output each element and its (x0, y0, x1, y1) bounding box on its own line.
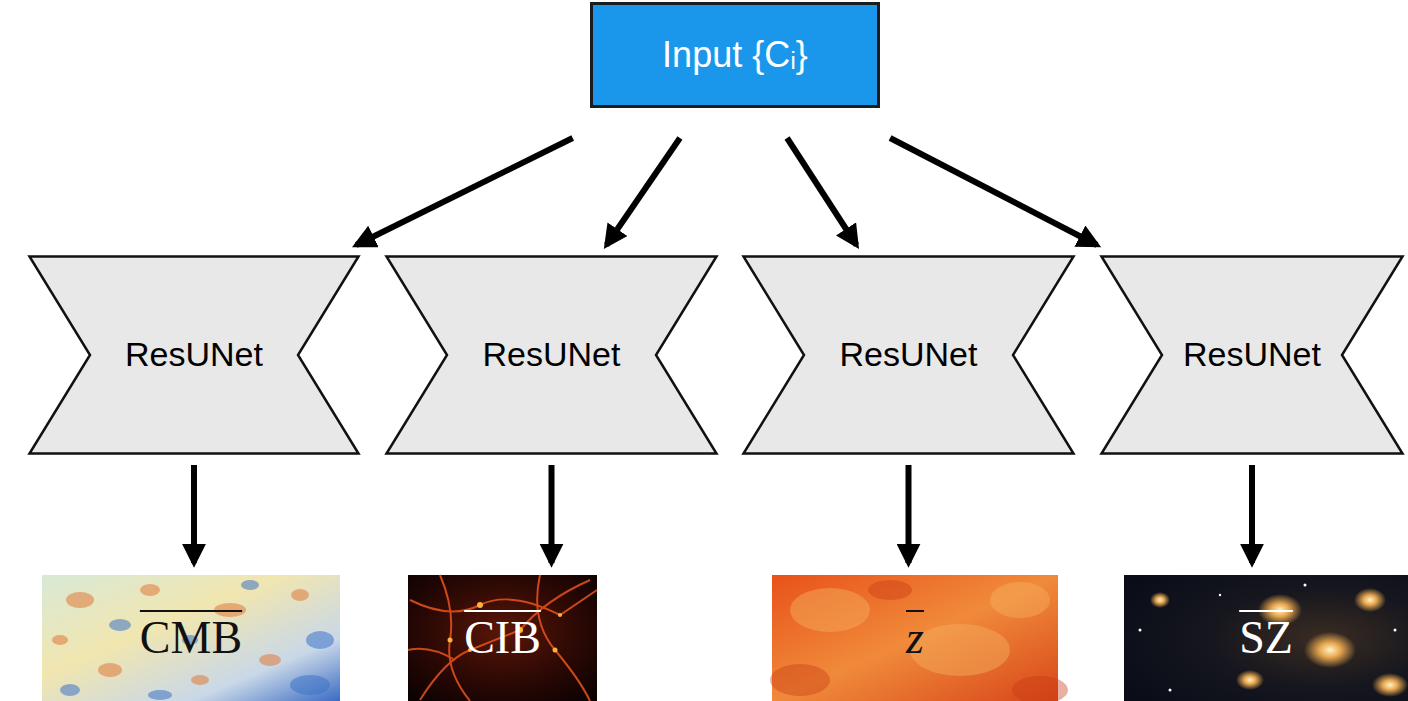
cib-map (408, 575, 597, 701)
redshift-map (770, 575, 1068, 701)
node-label: ResUNet (1183, 335, 1321, 374)
arrow-connector (787, 138, 856, 245)
output-map: z (772, 575, 1058, 701)
input-box: Input {Cᵢ} (590, 2, 880, 108)
cmb-map (42, 575, 340, 701)
arrow-connector (356, 138, 572, 245)
arrow-connector (607, 138, 680, 245)
output-map: CIB (408, 575, 597, 701)
hourglass-polygon (1102, 257, 1403, 454)
node-label: ResUNet (840, 335, 978, 374)
map-label: z (906, 612, 924, 665)
arrow-connector (549, 465, 555, 563)
hourglass-polygon (387, 257, 717, 454)
arrow-connector (906, 465, 912, 563)
sz-cluster-image (1124, 575, 1408, 701)
resunet-block: ResUNet (28, 255, 360, 455)
node-label: ResUNet (483, 335, 621, 374)
arrow-connector (890, 138, 1097, 245)
resunet-block: ResUNet (1100, 255, 1404, 455)
hourglass-polygon (744, 257, 1074, 454)
output-map: SZ (1124, 575, 1408, 701)
arrow-connector (1249, 465, 1255, 563)
map-label: SZ (1239, 612, 1293, 665)
node-label: ResUNet (125, 335, 263, 374)
output-map: CMB (42, 575, 340, 701)
arrow-connector (191, 465, 197, 563)
resunet-block: ResUNet (742, 255, 1075, 455)
map-label: CIB (464, 612, 541, 665)
node-label: Input {Cᵢ} (662, 34, 808, 75)
resunet-block: ResUNet (385, 255, 718, 455)
hourglass-polygon (30, 257, 359, 454)
map-label: CMB (140, 612, 242, 665)
